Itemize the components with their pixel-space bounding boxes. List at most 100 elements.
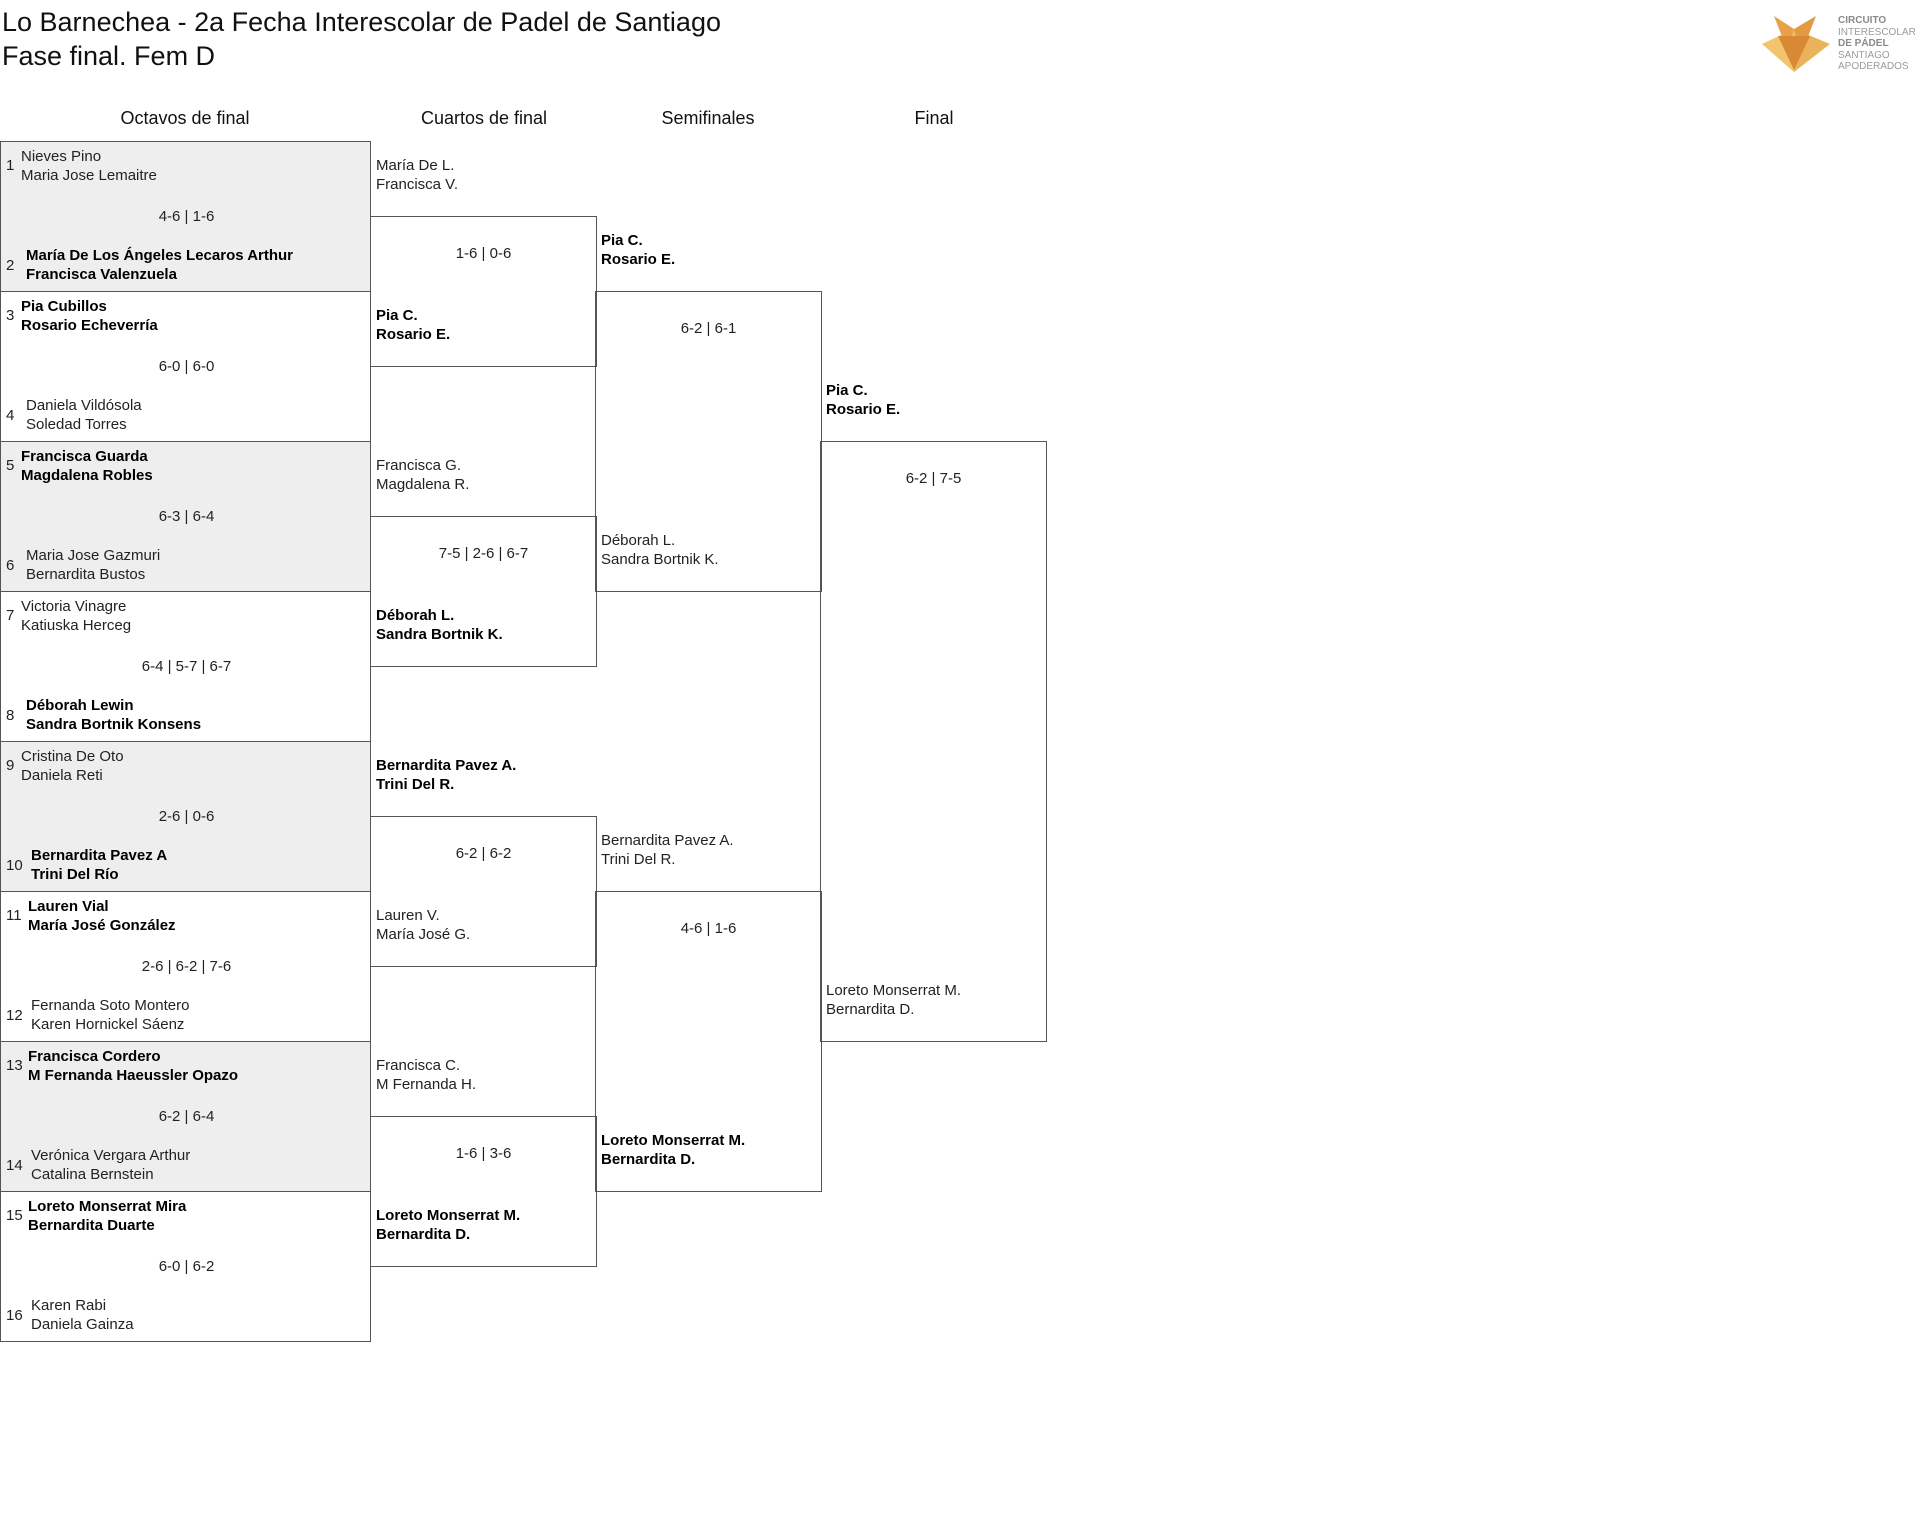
player-name: María José G. xyxy=(376,926,471,943)
match-score: 6-2 | 7-5 xyxy=(905,470,962,487)
player-name: Lauren Vial xyxy=(28,898,109,915)
seed-number: 11 xyxy=(6,907,22,924)
player-name: Bernardita D. xyxy=(826,1001,915,1018)
team-names: Bernardita Pavez A.Trini Del R. xyxy=(601,831,734,869)
seed-number: 9 xyxy=(6,757,15,774)
player-name: Karen Hornickel Sáenz xyxy=(31,1016,185,1033)
page-title: Lo Barnechea - 2a Fecha Interescolar de … xyxy=(2,7,721,37)
player-name: Pia Cubillos xyxy=(21,298,107,315)
circuit-logo: CIRCUITO INTERESCOLAR DE PÁDEL SANTIAGO … xyxy=(1760,14,1920,78)
team-names: Pia C.Rosario E. xyxy=(601,231,675,269)
match-score: 6-0 | 6-2 xyxy=(158,1258,215,1275)
team-names: Lauren V. María José G. xyxy=(376,906,470,944)
player-name: Bernardita Pavez A xyxy=(31,847,168,864)
player-name: Magdalena R. xyxy=(376,476,470,493)
logo-text: CIRCUITO INTERESCOLAR DE PÁDEL SANTIAGO … xyxy=(1838,15,1916,72)
player-name: Victoria Vinagre xyxy=(21,598,127,615)
player-name: M Fernanda Haeussler Opazo xyxy=(28,1067,239,1084)
player-name: Rosario E. xyxy=(601,251,676,268)
team-names: Pia C. Rosario E. xyxy=(826,381,900,419)
qf-match xyxy=(370,1116,597,1267)
player-name: María José González xyxy=(28,917,176,934)
player-name: Karen Rabi xyxy=(31,1297,107,1314)
team-names: Bernardita Pavez A Trini Del Río xyxy=(31,846,167,884)
qf-match xyxy=(370,216,597,367)
player-name: Bernardita D. xyxy=(601,1151,696,1168)
player-name: Maria Jose Lemaitre xyxy=(21,167,157,184)
player-name: Daniela Gainza xyxy=(31,1316,134,1333)
player-name: Bernardita D. xyxy=(376,1226,471,1243)
match-score: 6-2 | 6-2 xyxy=(455,845,512,862)
player-name: Sandra Bortnik K. xyxy=(376,626,503,643)
player-name: Francisca Cordero xyxy=(28,1048,161,1065)
seed-number: 14 xyxy=(6,1157,23,1174)
team-names: Déborah L.Sandra Bortnik K. xyxy=(376,606,503,644)
player-name: Rosario E. xyxy=(826,401,901,418)
match-score: 2-6 | 6-2 | 7-6 xyxy=(141,958,232,975)
player-name: Fernanda Soto Montero xyxy=(31,997,190,1014)
player-name: M Fernanda H. xyxy=(376,1076,477,1093)
player-name: Lauren V. xyxy=(376,907,440,924)
match-score: 2-6 | 0-6 xyxy=(158,808,215,825)
seed-number: 2 xyxy=(6,257,15,274)
team-names: Francisca Cordero M Fernanda Haeussler Op… xyxy=(28,1047,238,1085)
player-name: Pia C. xyxy=(826,382,868,399)
player-name: Trini Del Río xyxy=(31,866,119,883)
match-score: 1-6 | 0-6 xyxy=(455,245,512,262)
seed-number: 7 xyxy=(6,607,15,624)
round-header-sf: Semifinales xyxy=(661,108,755,128)
player-name: Francisca Valenzuela xyxy=(26,266,177,283)
team-names: Loreto Monserrat M.Bernardita D. xyxy=(376,1206,520,1244)
final-match xyxy=(820,441,1047,1042)
player-name: Loreto Monserrat M. xyxy=(601,1132,746,1149)
match-score: 6-0 | 6-0 xyxy=(158,358,215,375)
seed-number: 8 xyxy=(6,707,15,724)
seed-number: 1 xyxy=(6,157,15,174)
player-name: Francisca V. xyxy=(376,176,458,193)
team-names: Bernardita Pavez A.Trini Del R. xyxy=(376,756,516,794)
fox-logo-icon xyxy=(1762,16,1830,72)
player-name: Francisca Guarda xyxy=(21,448,148,465)
seed-number: 15 xyxy=(6,1207,23,1224)
match-score: 4-6 | 1-6 xyxy=(680,920,737,937)
player-name: Francisca C. xyxy=(376,1057,461,1074)
match-score: 6-4 | 5-7 | 6-7 xyxy=(141,658,232,675)
team-names: Loreto Monserrat M. Bernardita D. xyxy=(826,981,961,1019)
team-names: Déborah L.Sandra Bortnik K. xyxy=(601,531,719,569)
player-name: Magdalena Robles xyxy=(21,467,153,484)
player-name: Trini Del R. xyxy=(601,851,676,868)
player-name: Rosario Echeverría xyxy=(21,317,158,334)
seed-number: 12 xyxy=(6,1007,23,1024)
qf-match xyxy=(370,516,597,667)
team-names: Loreto Monserrat M. Bernardita D. xyxy=(601,1131,745,1169)
player-name: Rosario E. xyxy=(376,326,451,343)
seed-number: 16 xyxy=(6,1307,23,1324)
match-score: 6-2 | 6-4 xyxy=(158,1108,215,1125)
round-header-qf: Cuartos de final xyxy=(420,108,548,128)
team-names: Francisca C. M Fernanda H. xyxy=(376,1056,476,1094)
player-name: Daniela Reti xyxy=(21,767,103,784)
player-name: Déborah Lewin xyxy=(26,697,134,714)
player-name: Bernardita Duarte xyxy=(28,1217,155,1234)
player-name: Daniela Vildósola xyxy=(26,397,142,414)
team-names: Pia C.Rosario E. xyxy=(376,306,450,344)
player-name: Loreto Monserrat M. xyxy=(826,982,962,999)
match-score: 4-6 | 1-6 xyxy=(158,208,215,225)
player-name: María De Los Ángeles Lecaros Arthur xyxy=(26,247,294,264)
seed-number: 4 xyxy=(6,407,15,424)
player-name: Catalina Bernstein xyxy=(31,1166,154,1183)
player-name: Maria Jose Gazmuri xyxy=(26,547,161,564)
